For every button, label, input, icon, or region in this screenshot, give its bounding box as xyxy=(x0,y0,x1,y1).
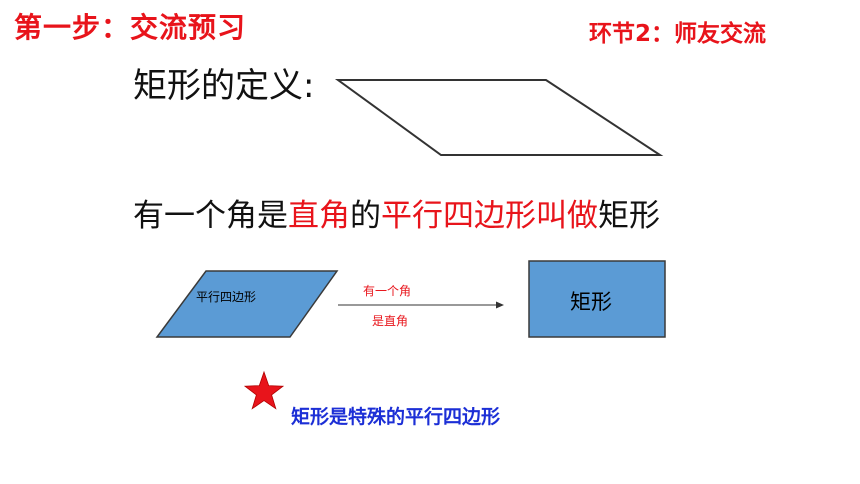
definition-label: 矩形的定义: xyxy=(133,66,315,106)
conclusion-text: 矩形是特殊的平行四边形 xyxy=(291,406,501,428)
arrow-head xyxy=(496,301,504,309)
sentence-part-de: 的 xyxy=(350,198,381,234)
sentence-part-rectangle: 矩形 xyxy=(598,198,660,234)
rectangle-label: 矩形 xyxy=(570,290,612,314)
arrow-bottom-label: 是直角 xyxy=(372,314,409,328)
sentence-part-1: 有一个角是 xyxy=(133,198,288,234)
definition-sentence: 有一个角是直角的平行四边形叫做矩形 xyxy=(133,190,660,235)
step-title: 第一步：交流预习 xyxy=(14,11,247,44)
outline-parallelogram xyxy=(334,79,664,156)
section-tag: 环节2：师友交流 xyxy=(589,21,767,47)
parallelogram-label: 平行四边形 xyxy=(196,290,257,304)
arrow-top-label: 有一个角 xyxy=(363,284,412,298)
blue-rectangle xyxy=(528,260,666,338)
sentence-part-parallelogram: 平行四边形叫做 xyxy=(381,198,598,234)
blue-parallelogram xyxy=(155,270,339,338)
sentence-part-right-angle: 直角 xyxy=(288,198,350,234)
red-star-icon xyxy=(243,370,285,410)
